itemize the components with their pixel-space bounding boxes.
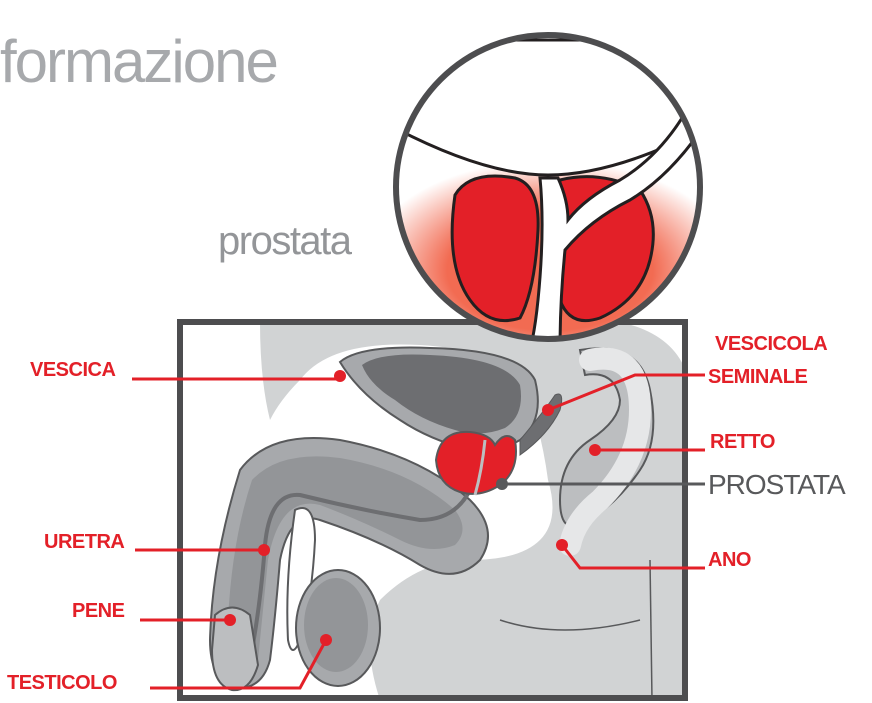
- label-pene: PENE: [72, 600, 125, 622]
- label-uretra: URETRA: [44, 531, 124, 553]
- page-title: formazione: [0, 28, 277, 95]
- label-vescicola-line2: SEMINALE: [708, 366, 808, 388]
- label-retto: RETTO: [710, 431, 775, 453]
- testicle-inner: [304, 578, 368, 672]
- label-prostata: PROSTATA: [708, 469, 846, 500]
- label-vescicola-line1: VESCICOLA: [715, 333, 827, 355]
- prostate-magnifier: [380, 35, 720, 350]
- label-ano: ANO: [708, 549, 751, 571]
- label-testicolo: TESTICOLO: [7, 672, 117, 694]
- label-vescica: VESCICA: [30, 359, 115, 381]
- page-subtitle: prostata: [218, 219, 353, 263]
